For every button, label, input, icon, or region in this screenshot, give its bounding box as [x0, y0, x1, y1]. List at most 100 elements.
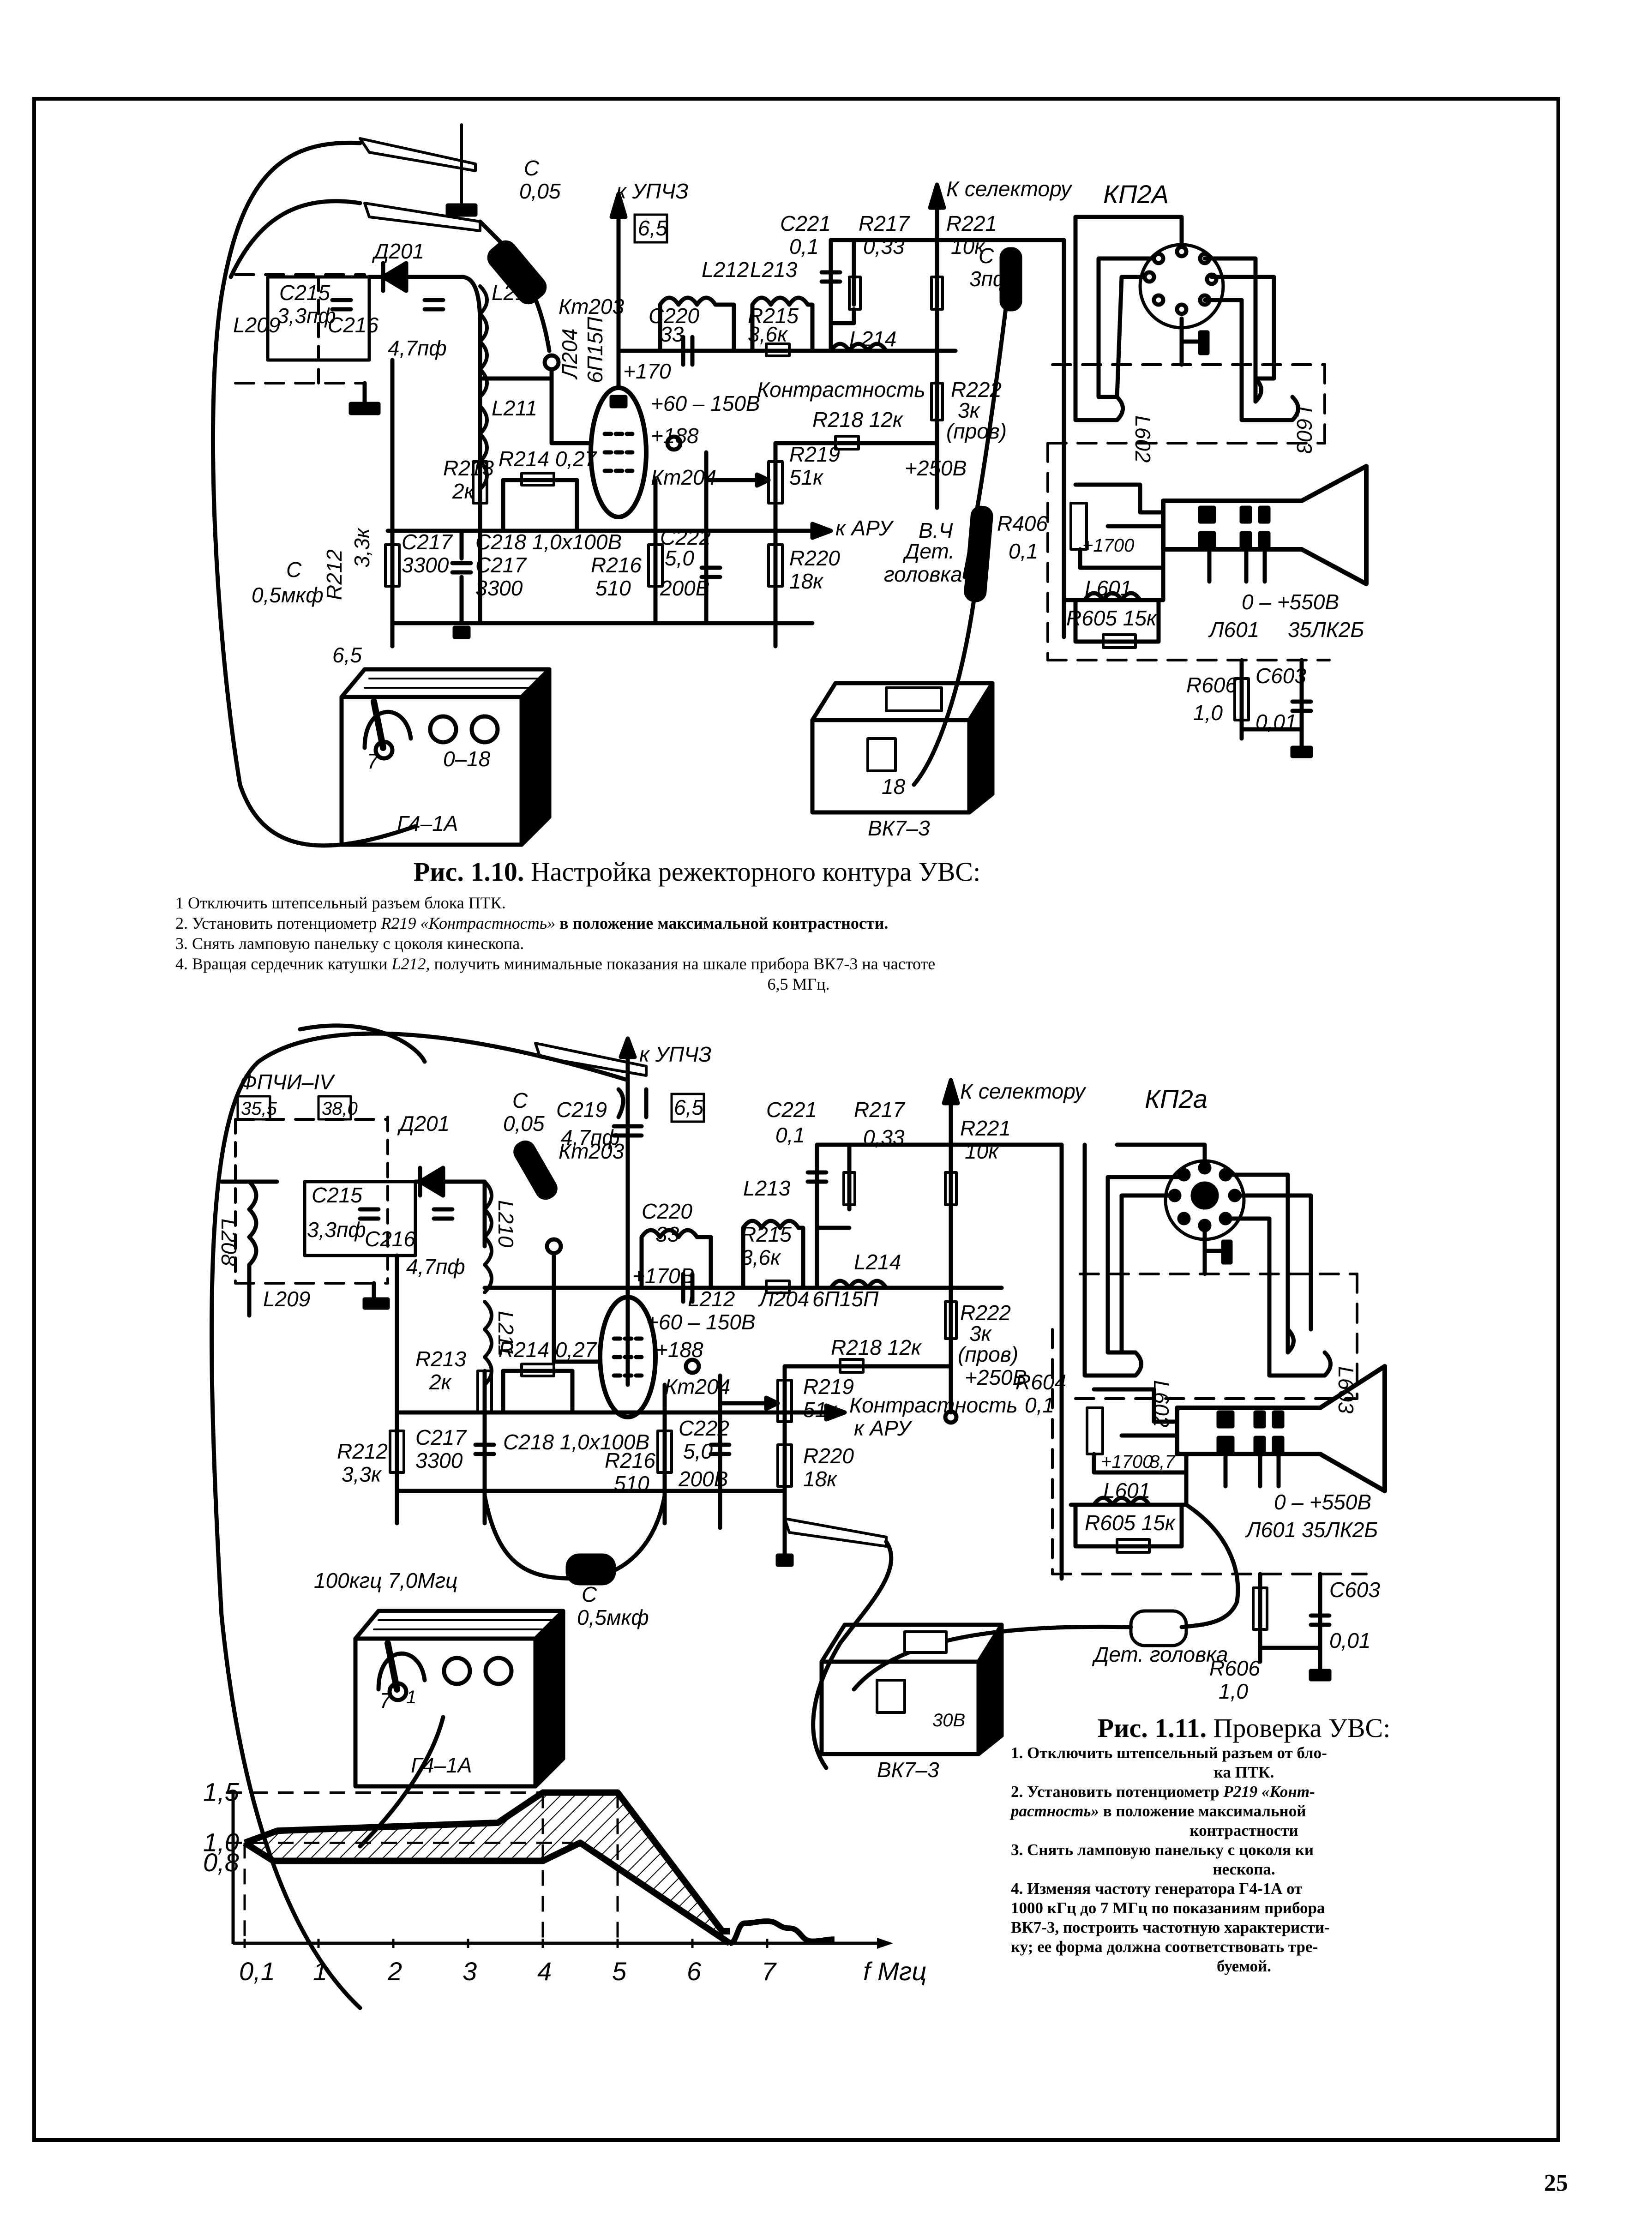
caption-step-4: 4. Вращая сердечник катушки L212, получи… [175, 955, 936, 973]
label-c05: С [286, 558, 302, 582]
label-kt203: Кт203 [559, 294, 625, 318]
caption-2-line-3: 2. Установить потенциометр Р219 «Конт- [1011, 1783, 1315, 1801]
label-r221: R221 [946, 211, 997, 235]
label-r217-2: R217 [854, 1098, 905, 1122]
label-c05-val: 0,5мкф [252, 583, 324, 607]
chart-x-tick-label: 1 [313, 1957, 327, 1986]
caption-2-line-5: контрастности [1189, 1821, 1298, 1839]
caption-title: Рис. 1.10. Настройка режекторного контур… [305, 856, 1089, 887]
label-r406-val: 0,1 [1009, 539, 1038, 563]
label-det-head-2: Дет. головка [1092, 1642, 1228, 1666]
label-tube-2: Л204 [758, 1287, 809, 1311]
label-r406: R406 [997, 511, 1048, 535]
chart-x-tick-label: 3 [463, 1957, 477, 1986]
label-c-probe: С [524, 156, 540, 180]
caption-step-4-end: 6,5 МГц. [767, 975, 830, 993]
label-c217b-val: 3300 [475, 576, 523, 600]
probe-wire-outer [210, 140, 418, 848]
label-c222-2-volt: 200В [678, 1467, 728, 1491]
label-r220-val: 18к [789, 569, 824, 593]
label-vm-range-2: 30В [932, 1710, 965, 1730]
label-l601: L601 [1085, 576, 1132, 600]
label-r221-2: R221 [960, 1116, 1011, 1140]
label-r219-2-val: 51к [803, 1398, 838, 1422]
label-diode: Д201 [372, 239, 424, 263]
label-r220-2-val: 18к [803, 1467, 838, 1491]
label-l214: L214 [849, 327, 896, 351]
label-box-38: 38,0 [322, 1099, 358, 1119]
label-l211-2: L211 [494, 1311, 518, 1357]
label-c603-2-val: 0,01 [1329, 1628, 1371, 1652]
label-kt204: Кт204 [651, 465, 716, 489]
label-gen-freq: 6,5 [332, 643, 362, 667]
label-r215-val: 3,6к [748, 322, 788, 346]
label-r212-val: 3,3к [350, 527, 374, 568]
alligator-clip-1 [359, 137, 477, 172]
label-to-selector: К селектору [946, 177, 1073, 201]
label-l603-2: L603 [1334, 1366, 1358, 1414]
label-crt-type-2: 35ЛК2Б [1302, 1518, 1378, 1542]
label-c217-2-val: 3300 [415, 1448, 463, 1472]
label-r221-2-val: 10к [965, 1139, 999, 1163]
chart-x-tick-label: 5 [612, 1957, 627, 1986]
label-contrast-2: Контрастность [849, 1393, 1018, 1417]
label-c218-2: С218 1,0х100В [503, 1430, 649, 1454]
label-to-upch-2: к УПЧЗ [639, 1042, 711, 1066]
label-r606-val: 1,0 [1193, 701, 1223, 725]
label-r216-2: R216 [605, 1448, 655, 1472]
label-box-35: 35,5 [241, 1099, 277, 1119]
caption-2-line-9: 1000 кГц до 7 МГц по показаниям прибора [1011, 1899, 1325, 1917]
label-r216-val: 510 [595, 576, 631, 600]
label-c215-val: 3,3пф [277, 304, 336, 328]
label-c221-2: С221 [766, 1098, 817, 1122]
label-r219: R219 [789, 442, 840, 466]
label-vm-name-2: ВК7–3 [877, 1758, 939, 1782]
label-v250-2: +250В [965, 1365, 1027, 1389]
label-gen-freqs: 100кгц 7,0Мгц [314, 1568, 458, 1592]
label-c219-val: 4,7пф [561, 1125, 620, 1149]
label-l213: L213 [750, 258, 798, 282]
label-c222-volt: 200В [660, 576, 709, 600]
caption-label-2: Рис. 1.11. [1097, 1713, 1207, 1743]
chart-x-axis-arrow [877, 1938, 893, 1949]
caption-2-line-10: ВК7-3, построить частотную характеристи- [1011, 1918, 1330, 1936]
label-r217-val: 0,33 [863, 234, 905, 258]
label-gen-name-2: Г4–1А [411, 1753, 472, 1777]
label-hf-head: В.Ч [919, 518, 953, 542]
label-r222-val: 3к [958, 398, 981, 422]
chart-axes [231, 1791, 893, 1949]
label-l601-2: L601 [1103, 1478, 1150, 1502]
label-tube-type: 6П15П [583, 317, 607, 383]
label-c-probe-2a: С [512, 1088, 528, 1112]
label-c217: С217 [402, 530, 453, 554]
caption-title-text: Настройка режекторного контура УВС: [530, 857, 981, 887]
label-r221-val: 10к [951, 234, 985, 258]
label-boxed-freq-2: 6,5 [674, 1095, 703, 1119]
label-c221: С221 [780, 211, 831, 235]
label-l209-2: L209 [263, 1287, 310, 1311]
label-r218-2: R218 12к [831, 1335, 922, 1359]
caption-2-line-11: ку; ее форма должна соответствовать тре- [1011, 1938, 1318, 1956]
label-r215-2: R215 [741, 1222, 792, 1246]
label-pin-87: 8,7 [1149, 1452, 1176, 1472]
chart-series-upper [243, 1789, 730, 1935]
label-gen-name: Г4–1А [397, 811, 458, 835]
label-c603-2: С603 [1329, 1578, 1380, 1602]
caption-2-line-2: ка ПТК. [1213, 1763, 1274, 1781]
label-r220: R220 [789, 546, 840, 570]
label-r217-2-val: 0,33 [863, 1125, 905, 1149]
label-to-aru-2: к АРУ [854, 1416, 913, 1440]
chart-tolerance-band [245, 1792, 730, 1943]
label-c217-2: С217 [415, 1425, 467, 1449]
figure-1-10-caption: Рис. 1.10. Настройка режекторного контур… [175, 856, 1422, 994]
label-c-probe-2a-val: 0,05 [503, 1112, 545, 1136]
label-kt204-2: Кт204 [665, 1375, 730, 1399]
caption-title-2: Рис. 1.11. Проверка УВС: [1011, 1712, 1477, 1743]
probe-wire-inner [228, 199, 362, 279]
caption-step-2: 2. Установить потенциометр R219 «Контрас… [175, 914, 889, 932]
caption-2-line-6: 3. Снять ламповую панельку с цоколя ки [1011, 1841, 1314, 1859]
label-r606-2: R606 [1209, 1656, 1260, 1680]
label-c216-2-val: 4,7пф [406, 1255, 465, 1279]
caption-2-line-4: растность» в положение максимальной [1011, 1802, 1306, 1820]
caption-2-line-7: нескопа. [1213, 1860, 1275, 1878]
